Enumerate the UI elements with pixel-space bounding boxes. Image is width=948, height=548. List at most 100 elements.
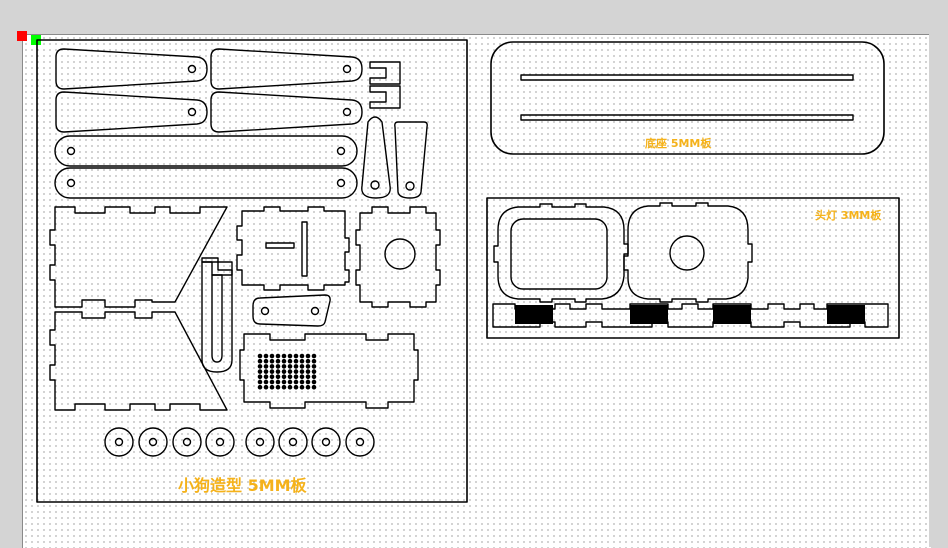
headlight-board[interactable]	[487, 198, 899, 338]
bar-hole	[68, 180, 75, 187]
strip-filled-block	[515, 305, 553, 324]
grille-hole	[269, 353, 275, 359]
neck-piece[interactable]	[202, 258, 232, 372]
grille-hole	[287, 374, 293, 380]
long-bar[interactable]	[55, 136, 357, 166]
body-panel-left-upper[interactable]	[50, 207, 227, 307]
grille-hole	[257, 369, 263, 374]
leg-parts[interactable]	[56, 49, 362, 132]
grille-hole	[287, 358, 293, 364]
neck-slot-piece[interactable]	[202, 262, 232, 372]
origin-marker-green[interactable]	[31, 35, 41, 45]
grille-hole	[269, 379, 275, 385]
lamp-frame[interactable]	[624, 203, 752, 302]
box-panel-center[interactable]	[237, 207, 349, 290]
dog-board-outline	[37, 40, 467, 502]
vertical-link[interactable]	[395, 122, 427, 198]
grille-hole	[263, 374, 269, 380]
bar-hole	[338, 148, 345, 155]
lamp-frame-right[interactable]	[624, 203, 752, 302]
tail-hole	[262, 308, 269, 315]
base-slot	[521, 75, 853, 80]
long-bars[interactable]	[55, 136, 357, 198]
grille-hole	[281, 379, 287, 385]
lamp-frame[interactable]	[494, 204, 628, 302]
dog-board[interactable]	[37, 40, 467, 502]
leg-hole	[189, 109, 196, 116]
leg-hole	[189, 66, 196, 73]
tail-piece[interactable]	[253, 295, 330, 326]
grille-hole	[257, 379, 263, 385]
strip-filled-block	[630, 305, 668, 324]
leg-part[interactable]	[211, 49, 362, 89]
grille-hole	[311, 364, 317, 369]
grille-hole	[311, 358, 317, 364]
perforated-panel[interactable]	[240, 334, 418, 408]
strip-part[interactable]	[493, 304, 888, 327]
leg-part[interactable]	[56, 49, 207, 89]
grille-hole	[305, 353, 311, 359]
grille-hole	[257, 358, 263, 364]
grille-hole	[269, 364, 275, 369]
vertical-links[interactable]	[362, 117, 427, 198]
grille-hole	[293, 379, 299, 385]
box-panel[interactable]	[237, 207, 349, 290]
body-panel-left-lower[interactable]	[50, 312, 227, 410]
long-bar[interactable]	[55, 168, 357, 198]
grille-hole	[311, 379, 317, 385]
grille-hole	[263, 353, 269, 359]
grille-panel[interactable]	[240, 334, 418, 408]
grille-hole	[281, 384, 287, 390]
washer[interactable]	[173, 428, 201, 456]
grille-hole	[275, 369, 281, 374]
grille-hole	[287, 353, 293, 359]
leg-part[interactable]	[211, 92, 362, 132]
bar-hole	[68, 148, 75, 155]
box-panel-right[interactable]	[356, 207, 440, 307]
leg-hole	[344, 109, 351, 116]
grille-hole	[299, 364, 305, 369]
headlight-board-outline	[487, 198, 899, 338]
washer[interactable]	[139, 428, 167, 456]
grille-hole	[293, 374, 299, 380]
grille-holes	[257, 353, 317, 390]
vertical-link[interactable]	[362, 117, 390, 198]
base-board-outline	[491, 42, 884, 154]
washer[interactable]	[105, 428, 133, 456]
washer[interactable]	[206, 428, 234, 456]
clip-part[interactable]	[370, 62, 400, 84]
leg-part[interactable]	[56, 92, 207, 132]
clip-parts[interactable]	[370, 62, 400, 108]
grille-hole	[311, 369, 317, 374]
grille-hole	[293, 353, 299, 359]
base-board[interactable]	[491, 42, 884, 154]
washer[interactable]	[246, 428, 274, 456]
grille-hole	[305, 374, 311, 380]
washer[interactable]	[279, 428, 307, 456]
box-panel[interactable]	[356, 207, 440, 307]
grille-hole	[281, 353, 287, 359]
grille-hole	[275, 379, 281, 385]
grille-hole	[257, 364, 263, 369]
grille-hole	[281, 374, 287, 380]
body-panels[interactable]	[50, 207, 227, 410]
washer[interactable]	[346, 428, 374, 456]
lamp-frame-left[interactable]	[494, 204, 628, 302]
origin-marker-red[interactable]	[17, 31, 27, 41]
grille-hole	[275, 374, 281, 380]
panel-circle-hole	[385, 239, 415, 269]
headlight-strip[interactable]	[493, 304, 888, 327]
grille-hole	[293, 384, 299, 390]
clip-part[interactable]	[370, 86, 400, 108]
lamp-window	[511, 219, 607, 289]
grille-hole	[299, 379, 305, 385]
grille-hole	[275, 353, 281, 359]
link-hole	[371, 181, 379, 189]
washer[interactable]	[312, 428, 340, 456]
tail-part[interactable]	[253, 295, 330, 326]
grille-hole	[275, 384, 281, 390]
grille-hole	[263, 384, 269, 390]
washers[interactable]	[105, 428, 374, 456]
grille-hole	[275, 364, 281, 369]
grille-hole	[311, 353, 317, 359]
